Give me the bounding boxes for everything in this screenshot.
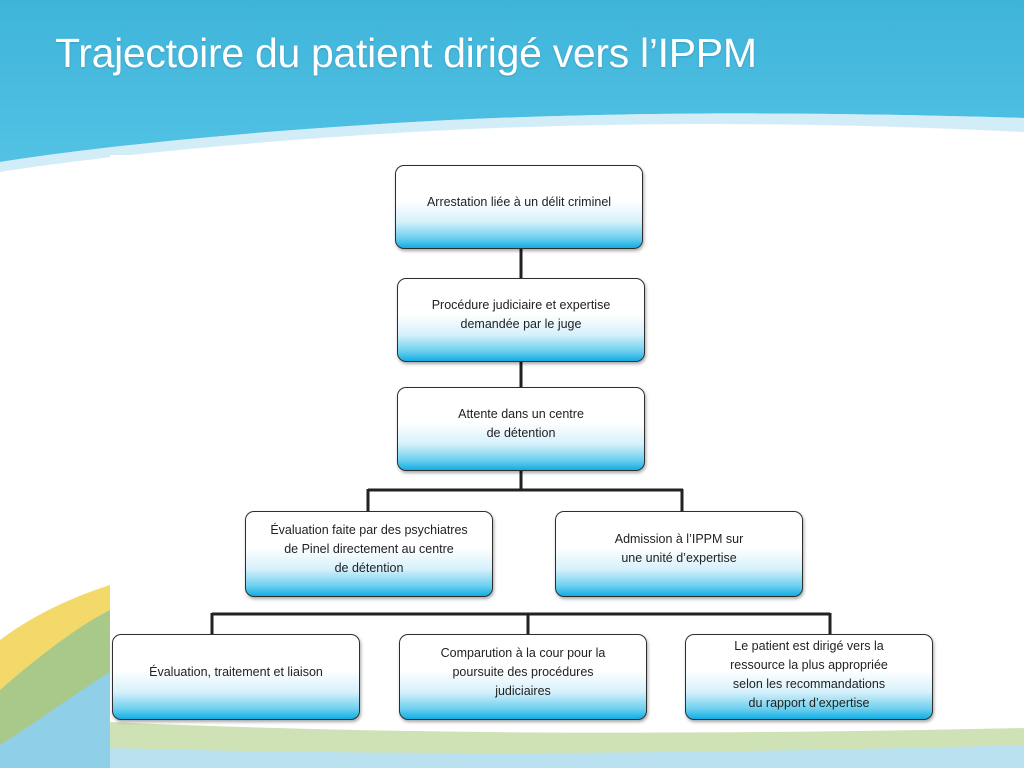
box-line: Procédure judiciaire et expertise <box>431 298 611 312</box>
box-line: ressource la plus appropriée <box>730 658 888 672</box>
box-line: Évaluation faite par des psychiatres <box>270 522 468 537</box>
box-comparution: Comparution à la cour pour la poursuite … <box>399 634 647 720</box>
box-line: demandée par le juge <box>460 317 582 331</box>
box-line: selon les recommandations <box>732 677 886 691</box>
header-band <box>0 0 1024 162</box>
slide-title: Trajectoire du patient dirigé vers l’IPP… <box>55 30 757 76</box>
box-line: du rapport d’expertise <box>748 696 870 710</box>
box-arrestation: Arrestation liée à un délit criminel <box>395 165 643 249</box>
box-evaluation-psychiatres: Évaluation faite par des psychiatres de … <box>245 511 493 597</box>
box-line: de détention <box>334 560 404 575</box>
blue-wave <box>0 672 110 768</box>
box-line: Le patient est dirigé vers la <box>734 639 884 653</box>
box-attente-detention: Attente dans un centre de détention <box>397 387 645 471</box>
box-evaluation-traitement: Évaluation, traitement et liaison <box>112 634 360 720</box>
box-procedure-judiciaire: Procédure judiciaire et expertise demand… <box>397 278 645 362</box>
box-patient-dirige: Le patient est dirigé vers la ressource … <box>685 634 933 720</box>
box-line: de Pinel directement au centre <box>284 541 454 556</box>
box-line: Admission à l’IPPM sur <box>614 532 744 546</box>
box-line: poursuite des procédures <box>452 664 594 679</box>
box-line: une unité d’expertise <box>621 551 737 565</box>
box-line: Évaluation, traitement et liaison <box>149 664 323 679</box>
box-line: Comparution à la cour pour la <box>440 645 606 660</box>
box-line: de détention <box>486 426 556 440</box>
bottom-blue-band <box>110 745 1024 768</box>
box-line: Attente dans un centre <box>458 407 584 421</box>
box-line: Arrestation liée à un délit criminel <box>426 194 612 209</box>
header-light-wave <box>0 113 1024 172</box>
box-admission-ippm: Admission à l’IPPM sur une unité d’exper… <box>555 511 803 597</box>
box-line: judiciaires <box>495 683 551 698</box>
